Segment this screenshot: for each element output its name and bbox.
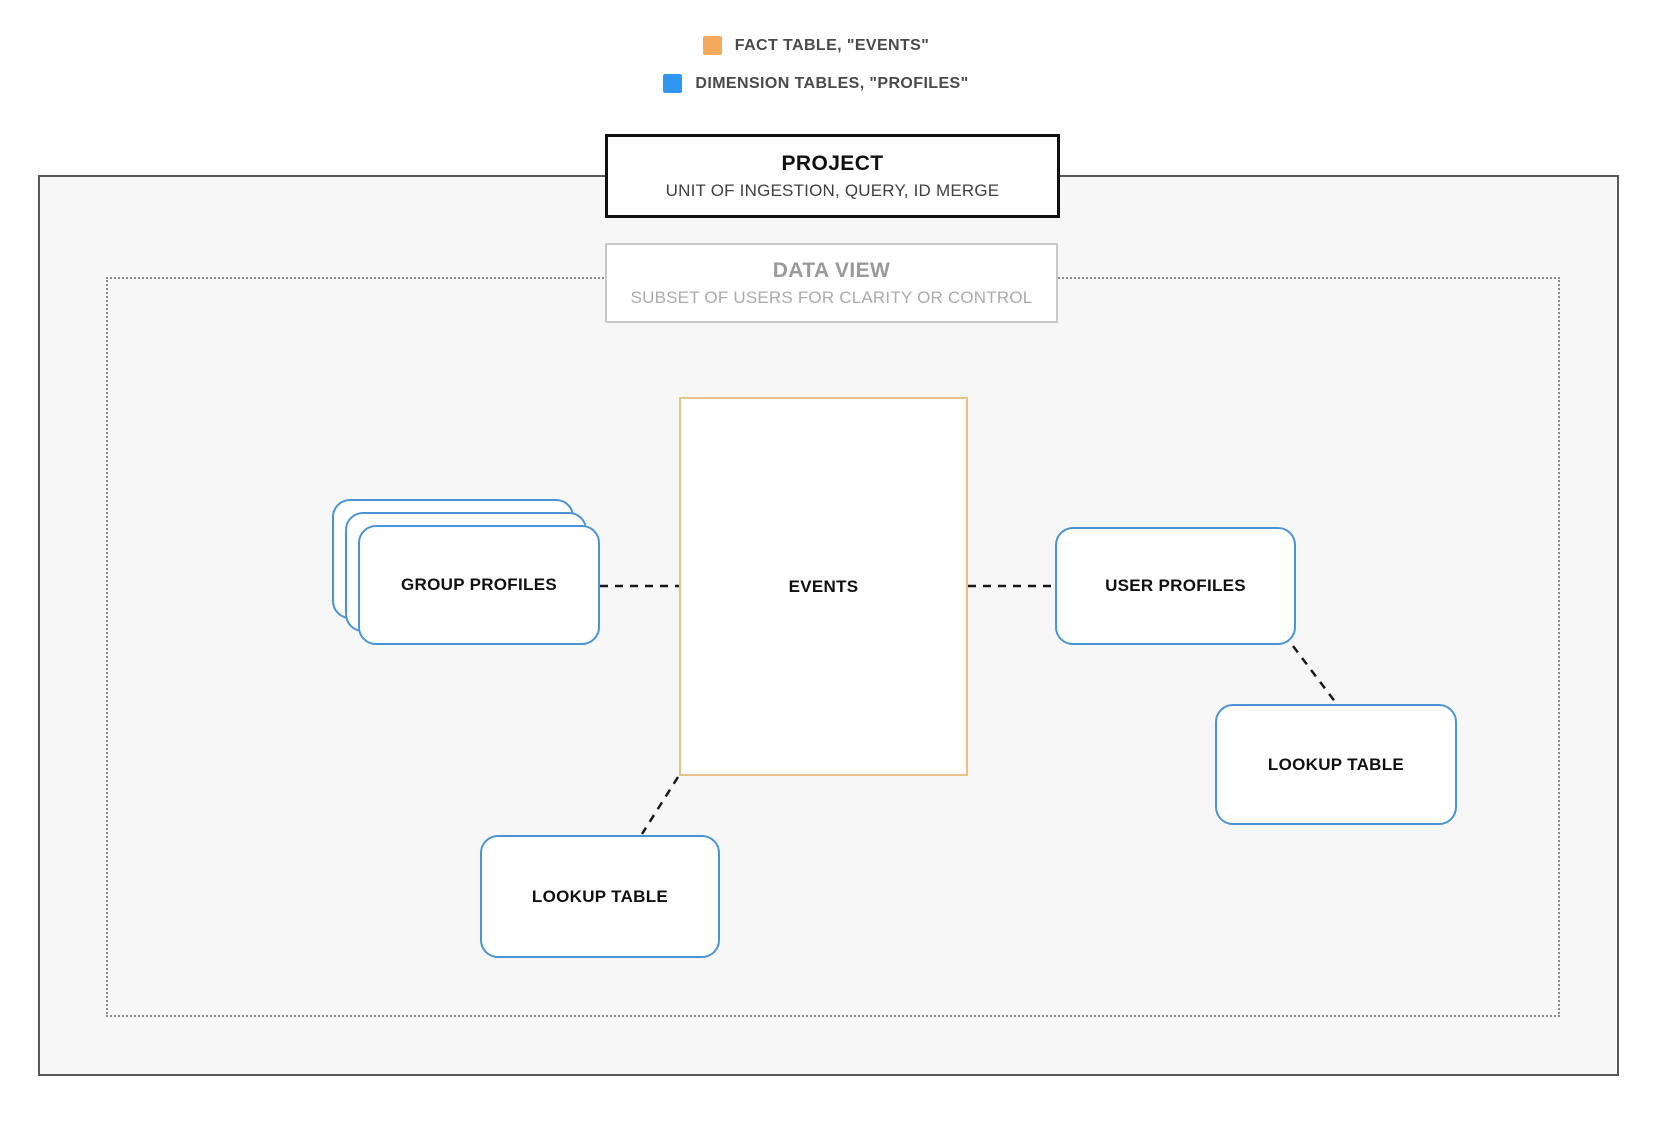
lookup-table-right-node: LOOKUP TABLE — [1215, 704, 1457, 825]
data-view-subtitle: SUBSET OF USERS FOR CLARITY OR CONTROL — [630, 287, 1033, 307]
legend-row-dimension: DIMENSION TABLES, "PROFILES" — [0, 74, 1664, 93]
group-profiles-node-label: GROUP PROFILES — [401, 575, 557, 594]
project-header-box: PROJECT UNIT OF INGESTION, QUERY, ID MER… — [605, 134, 1060, 218]
events-node-label: EVENTS — [788, 576, 859, 596]
data-view-title: DATA VIEW — [772, 258, 891, 282]
lookup-table-right-node-label: LOOKUP TABLE — [1267, 754, 1405, 774]
legend-row-fact: FACT TABLE, "EVENTS" — [0, 36, 1664, 55]
lookup-table-bottom-node-label: LOOKUP TABLE — [531, 886, 669, 906]
dimension-tables-swatch-icon — [663, 74, 683, 93]
fact-table-swatch-icon — [702, 36, 722, 55]
user-profiles-node-label: USER PROFILES — [1105, 576, 1246, 595]
dimension-tables-legend-label: DIMENSION TABLES, "PROFILES" — [695, 74, 969, 92]
data-view-header-box: DATA VIEW SUBSET OF USERS FOR CLARITY OR… — [605, 243, 1058, 323]
fact-table-legend-label: FACT TABLE, "EVENTS" — [734, 36, 930, 54]
project-title: PROJECT — [781, 151, 884, 175]
project-subtitle: UNIT OF INGESTION, QUERY, ID MERGE — [665, 180, 1000, 200]
user-profiles-node: USER PROFILES — [1055, 527, 1296, 645]
events-node: EVENTS — [679, 397, 968, 776]
lookup-table-bottom-node: LOOKUP TABLE — [480, 835, 720, 958]
group-profiles-node: GROUP PROFILES — [358, 525, 600, 645]
